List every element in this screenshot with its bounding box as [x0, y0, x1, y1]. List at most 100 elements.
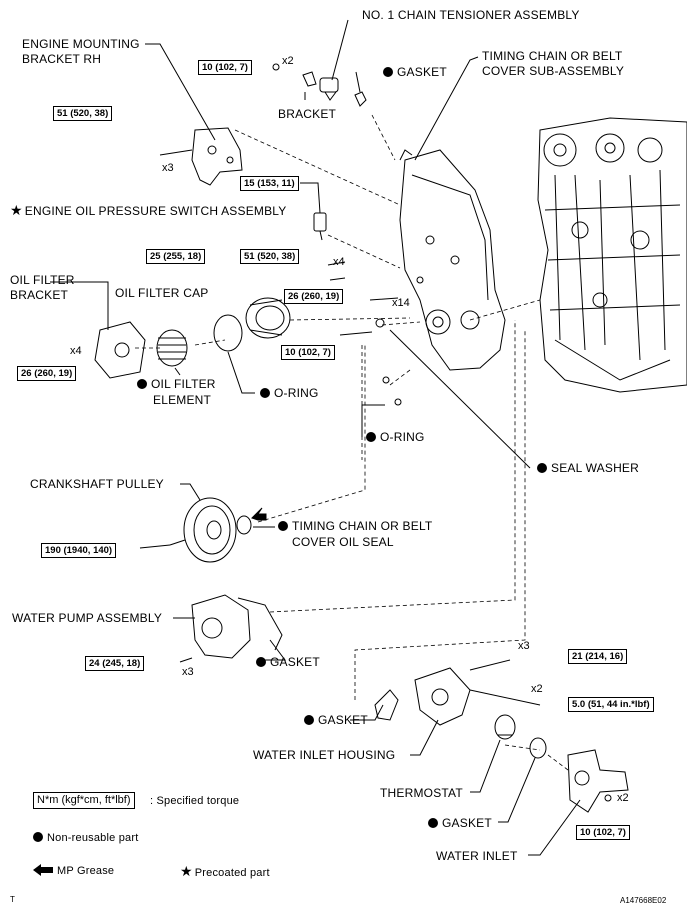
oil-pressure-switch-label: ★ENGINE OIL PRESSURE SWITCH ASSEMBLY — [10, 203, 287, 219]
water-pump-drawing — [191, 594, 283, 659]
legend-mp-grease: MP Grease — [33, 864, 114, 879]
timing-cover-label-line2: COVER SUB-ASSEMBLY — [482, 64, 625, 78]
timing-cover-label-line1: TIMING CHAIN OR BELT — [482, 49, 623, 63]
legend-non-reusable-text: Non-reusable part — [47, 832, 139, 844]
oil-seal-label-line1: TIMING CHAIN OR BELT — [278, 519, 432, 534]
non-reusable-dot-icon — [278, 521, 288, 531]
crankshaft-pulley-label: CRANKSHAFT PULLEY — [30, 477, 164, 491]
tensioner-gasket-label: GASKET — [383, 65, 447, 80]
non-reusable-dot-icon — [366, 432, 376, 442]
oil-filter-bracket-label-line1: OIL FILTER — [10, 273, 75, 287]
timing-cover-drawing — [399, 149, 506, 371]
qty-filter: x4 — [70, 345, 82, 357]
oil-filter-bracket-drawing — [94, 321, 146, 379]
water-inlet-label: WATER INLET — [436, 849, 518, 863]
oil-pressure-switch-drawing — [313, 212, 327, 241]
o-ring-drawing — [213, 314, 243, 352]
chain-tensioner-label: NO. 1 CHAIN TENSIONER ASSEMBLY — [362, 8, 580, 22]
torque-bracket: 10 (102, 7) — [198, 60, 252, 75]
engine-block-drawing — [537, 117, 687, 393]
torque-filter-bracket: 26 (260, 19) — [17, 366, 77, 381]
oil-filter-element-text: OIL FILTER — [151, 377, 216, 391]
non-reusable-dot-icon — [260, 388, 270, 398]
legend-precoated: ★Precoated part — [180, 864, 270, 881]
oil-pressure-switch-text: ENGINE OIL PRESSURE SWITCH ASSEMBLY — [24, 204, 287, 218]
qty-housing1: x3 — [518, 640, 530, 652]
bracket-label: BRACKET — [278, 107, 337, 121]
qty-pump: x3 — [182, 666, 194, 678]
legend-torque-box: N*m (kgf*cm, ft*lbf) — [33, 792, 135, 809]
engine-mount-label-line1: ENGINE MOUNTING — [22, 37, 140, 51]
torque-cover1: 51 (520, 38) — [240, 249, 300, 264]
crankshaft-pulley-drawing — [169, 497, 237, 563]
water-inlet-housing-drawing — [414, 659, 541, 726]
non-reusable-dot-icon — [256, 657, 266, 667]
housing-gasket-drawing — [374, 689, 399, 721]
bracket-drawing — [302, 71, 317, 87]
qty-mount: x3 — [162, 162, 174, 174]
seal-washer-label: SEAL WASHER — [537, 461, 639, 476]
qty-cover1: x4 — [333, 256, 345, 268]
legend-precoated-text: Precoated part — [194, 867, 270, 879]
legend-mp-grease-text: MP Grease — [57, 865, 115, 877]
qty-cover2: x14 — [392, 297, 410, 309]
non-reusable-dot-icon — [33, 832, 43, 842]
pump-gasket-label: GASKET — [256, 655, 320, 670]
oil-seal-drawing — [236, 515, 252, 535]
oil-filter-cap-label: OIL FILTER CAP — [115, 286, 209, 300]
torque-inlet: 10 (102, 7) — [576, 825, 630, 840]
engine-mount-bracket-drawing — [159, 127, 243, 186]
water-inlet-drawing — [567, 749, 629, 813]
oil-seal-text: TIMING CHAIN OR BELT — [292, 519, 433, 533]
figure-code: A147668E02 — [620, 896, 667, 905]
qty-housing2: x2 — [531, 683, 543, 695]
arrow-left-icon — [33, 864, 53, 876]
oil-filter-element-drawing — [156, 329, 188, 367]
torque-cover2: 26 (260, 19) — [284, 289, 344, 304]
chain-tensioner-drawing — [319, 19, 349, 101]
o-ring-label-1: O-RING — [260, 386, 319, 401]
torque-pump: 24 (245, 18) — [85, 656, 145, 671]
oil-seal-label-line2: COVER OIL SEAL — [292, 535, 394, 549]
o-ring-label-2: O-RING — [366, 430, 425, 445]
mp-grease-arrow-marker — [251, 507, 267, 521]
thermostat-label: THERMOSTAT — [380, 786, 463, 800]
oil-filter-element-label-line1: OIL FILTER — [137, 377, 216, 392]
o-ring-text: O-RING — [380, 430, 425, 444]
oil-filter-bracket-label-line2: BRACKET — [10, 288, 69, 302]
non-reusable-dot-icon — [137, 379, 147, 389]
seal-washer-text: SEAL WASHER — [551, 461, 639, 475]
thermostat-drawing — [494, 714, 516, 740]
gasket-text: GASKET — [397, 65, 447, 79]
gasket-text: GASKET — [442, 816, 492, 830]
torque-housing1: 21 (214, 16) — [568, 649, 628, 664]
non-reusable-dot-icon — [428, 818, 438, 828]
torque-mount: 51 (520, 38) — [53, 106, 113, 121]
torque-housing2: 5.0 (51, 44 in.*lbf) — [568, 697, 654, 712]
precoated-star-icon: ★ — [180, 863, 193, 879]
qty-inlet: x2 — [617, 792, 629, 804]
oil-filter-cap-drawing — [245, 297, 291, 339]
oil-filter-element-label-line2: ELEMENT — [153, 393, 212, 407]
precoated-star-icon: ★ — [10, 202, 23, 218]
engine-mount-label-line2: BRACKET RH — [22, 52, 102, 66]
water-inlet-housing-label: WATER INLET HOUSING — [253, 748, 396, 762]
thermostat-gasket-drawing — [529, 737, 547, 759]
o-ring-text: O-RING — [274, 386, 319, 400]
tensioner-gasket-drawing — [354, 91, 367, 107]
legend-non-reusable: Non-reusable part — [33, 831, 138, 846]
non-reusable-dot-icon — [383, 67, 393, 77]
torque-cap: 25 (255, 18) — [146, 249, 206, 264]
qty-bracket: x2 — [282, 55, 294, 67]
gasket-text: GASKET — [318, 713, 368, 727]
thermostat-gasket-label: GASKET — [428, 816, 492, 831]
housing-gasket-label: GASKET — [304, 713, 368, 728]
non-reusable-dot-icon — [537, 463, 547, 473]
footer-left-mark: T — [10, 895, 15, 904]
torque-switch: 15 (153, 11) — [240, 176, 299, 191]
water-pump-label: WATER PUMP ASSEMBLY — [12, 611, 163, 625]
legend-torque-text: : Specified torque — [150, 795, 240, 807]
torque-pulley: 190 (1940, 140) — [41, 543, 117, 558]
